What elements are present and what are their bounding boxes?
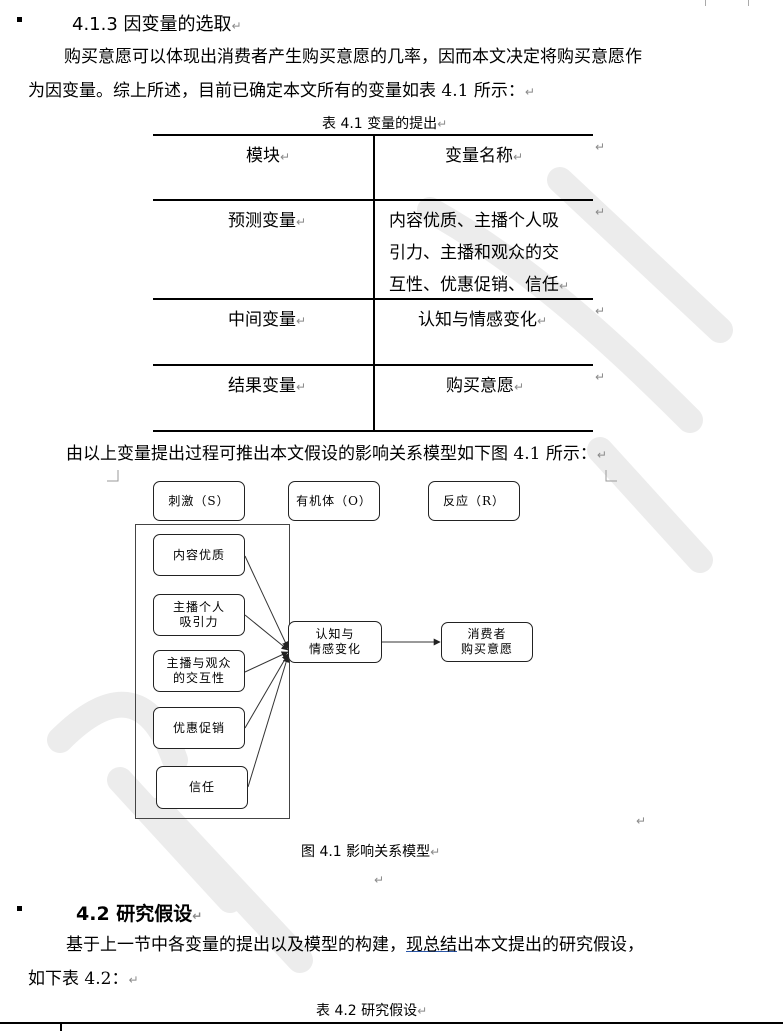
table-cell-vars: 认知与情感变化↵ bbox=[418, 304, 547, 337]
table-cell-module: 结果变量↵ bbox=[228, 370, 306, 403]
paragraph-line: 如下表 4.2：↵ bbox=[28, 962, 139, 997]
content-quality-box: 内容优质 bbox=[153, 534, 245, 576]
response-header-box: 反应（R） bbox=[428, 481, 520, 521]
paragraph-mark: ↵ bbox=[374, 873, 385, 887]
paragraph-text: 为因变量。综上所述，目前已确定本文所有的变量如表 4.1 所示： bbox=[28, 81, 525, 101]
table-cell-text: 中间变量 bbox=[228, 310, 296, 330]
paragraph-mark: ↵ bbox=[296, 215, 307, 229]
table-header-text: 变量名称 bbox=[445, 146, 513, 166]
table-cell-text: 互性、优惠促销、信任 bbox=[389, 275, 559, 295]
table-cell-text: 预测变量 bbox=[228, 211, 296, 231]
node-label: 主播与观众 的交互性 bbox=[166, 656, 232, 685]
table-cell-text: 购买意愿 bbox=[446, 376, 514, 396]
anchor-audience-interaction-box: 主播与观众 的交互性 bbox=[153, 650, 245, 692]
table-cell-text: 内容优质、主播个人吸 bbox=[389, 211, 559, 231]
cognition-emotion-box: 认知与 情感变化 bbox=[288, 621, 382, 663]
table-caption-text: 表 4.2 研究假设 bbox=[316, 1003, 418, 1019]
node-label: 消费者 购买意愿 bbox=[460, 627, 513, 656]
node-label: 优惠促销 bbox=[172, 720, 225, 735]
paragraph-mark: ↵ bbox=[417, 1004, 428, 1018]
page-corner-mark bbox=[748, 0, 749, 6]
table-column-divider bbox=[60, 1022, 62, 1031]
paragraph-text: 基于上一节中各变量的提出以及模型的构建， bbox=[66, 935, 406, 955]
arrow-promotion bbox=[244, 653, 289, 729]
paragraph-text: 购买意愿可以体现出消费者产生购买意愿的几率，因而本文决定将购买意愿作 bbox=[64, 47, 642, 67]
paragraph-mark: ↵ bbox=[559, 279, 570, 293]
trust-box: 信任 bbox=[156, 766, 248, 809]
row-end-mark: ↵ bbox=[595, 370, 606, 384]
section-heading-text: 4.1.3 因变量的选取 bbox=[72, 14, 232, 35]
table-rule bbox=[0, 1022, 783, 1024]
paragraph-mark: ↵ bbox=[524, 85, 535, 99]
paragraph-mark: ↵ bbox=[231, 19, 242, 33]
organism-header-box: 有机体（O） bbox=[288, 481, 380, 521]
table-cell-vars: 内容优质、主播个人吸 引力、主播和观众的交 互性、优惠促销、信任↵ bbox=[389, 205, 569, 302]
anchor-attraction-box: 主播个人 吸引力 bbox=[153, 594, 245, 636]
stimulus-header-box: 刺激（S） bbox=[153, 481, 245, 521]
paragraph-mark: ↵ bbox=[128, 973, 139, 987]
node-label: 有机体（O） bbox=[296, 493, 372, 508]
node-label: 主播个人 吸引力 bbox=[172, 600, 225, 629]
table-header-text: 模块 bbox=[246, 146, 280, 166]
arrow-content-quality bbox=[244, 555, 289, 649]
paragraph-line: 为因变量。综上所述，目前已确定本文所有的变量如表 4.1 所示：↵ bbox=[28, 74, 535, 109]
purchase-intention-box: 消费者 购买意愿 bbox=[441, 622, 533, 662]
paragraph-mark: ↵ bbox=[513, 150, 524, 164]
table-caption-text: 表 4.1 变量的提出 bbox=[322, 116, 438, 132]
table-header-variable-name: 变量名称↵ bbox=[445, 140, 523, 173]
table-cell-text: 引力、主播和观众的交 bbox=[389, 243, 559, 263]
paragraph-text: 由以上变量提出过程可推出本文假设的影响关系模型如下图 4.1 所示： bbox=[66, 444, 597, 464]
paragraph-text: 出本文提出的研究假设， bbox=[457, 935, 644, 955]
table-caption: 表 4.1 变量的提出↵ bbox=[322, 113, 447, 133]
section-heading: 4.2 研究假设↵ bbox=[76, 899, 202, 926]
underlined-phrase: 现总结 bbox=[406, 935, 457, 955]
arrow-anchor-attraction bbox=[244, 614, 289, 651]
node-label: 内容优质 bbox=[172, 547, 225, 562]
row-end-mark: ↵ bbox=[595, 304, 606, 318]
stimulus-group-frame bbox=[135, 524, 290, 819]
paragraph-mark: ↵ bbox=[280, 150, 291, 164]
paragraph-line: 基于上一节中各变量的提出以及模型的构建，现总结出本文提出的研究假设， bbox=[66, 928, 644, 962]
paragraph-text: 如下表 4.2： bbox=[28, 969, 129, 989]
table-caption: 表 4.2 研究假设↵ bbox=[316, 1000, 427, 1020]
row-end-mark: ↵ bbox=[595, 205, 606, 219]
paragraph-mark: ↵ bbox=[296, 314, 307, 328]
paragraph-mark: ↵ bbox=[437, 117, 448, 131]
arrow-trust bbox=[247, 655, 290, 788]
paragraph-mark: ↵ bbox=[514, 380, 525, 394]
section-heading-text: 4.2 研究假设 bbox=[76, 903, 193, 925]
section-heading: 4.1.3 因变量的选取↵ bbox=[72, 10, 242, 36]
table-cell-module: 预测变量↵ bbox=[228, 205, 306, 238]
table-cell-text: 结果变量 bbox=[228, 376, 296, 396]
node-label: 刺激（S） bbox=[168, 493, 230, 508]
paragraph-line: 由以上变量提出过程可推出本文假设的影响关系模型如下图 4.1 所示：↵ bbox=[66, 437, 607, 472]
paragraph-mark: ↵ bbox=[192, 909, 203, 923]
promotion-box: 优惠促销 bbox=[153, 707, 245, 749]
table-header-module: 模块↵ bbox=[246, 140, 290, 173]
table-cell-module: 中间变量↵ bbox=[228, 304, 306, 337]
table-cell-vars: 购买意愿↵ bbox=[446, 370, 524, 403]
figure-caption-text: 图 4.1 影响关系模型 bbox=[301, 844, 431, 860]
paragraph-mark: ↵ bbox=[296, 380, 307, 394]
table-column-divider bbox=[373, 134, 375, 432]
node-label: 信任 bbox=[188, 780, 215, 794]
node-label: 认知与 情感变化 bbox=[308, 627, 361, 656]
table-cell-text: 认知与情感变化 bbox=[418, 310, 537, 330]
node-label: 反应（R） bbox=[442, 493, 506, 508]
page-corner-mark bbox=[705, 0, 706, 6]
figure-caption: 图 4.1 影响关系模型↵ bbox=[301, 841, 440, 861]
paragraph-mark: ↵ bbox=[537, 314, 548, 328]
paragraph-mark: ↵ bbox=[430, 845, 441, 859]
arrow-interaction bbox=[244, 651, 289, 673]
paragraph-line: 购买意愿可以体现出消费者产生购买意愿的几率，因而本文决定将购买意愿作 bbox=[64, 40, 642, 74]
row-end-mark: ↵ bbox=[595, 140, 606, 154]
heading-bullet bbox=[17, 906, 22, 911]
paragraph-mark: ↵ bbox=[596, 448, 607, 462]
paragraph-mark: ↵ bbox=[636, 814, 647, 828]
heading-bullet bbox=[17, 17, 22, 22]
